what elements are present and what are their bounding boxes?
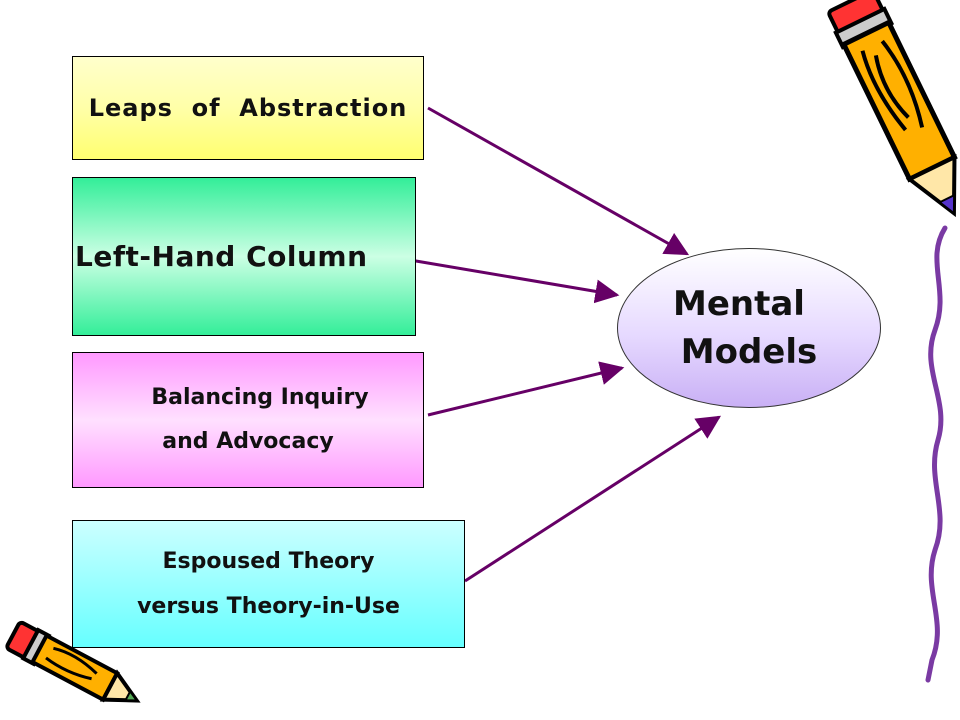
left-hand-column-label: Left-Hand Column: [75, 240, 368, 273]
espoused-theory-box: Espoused Theory versus Theory-in-Use: [72, 520, 465, 648]
leaps-of-abstraction-box: Leaps of Abstraction: [72, 56, 424, 160]
arrow-left-hand-column-to-mental-models: [409, 258, 620, 304]
arrow-leaps-to-mental-models: [427, 106, 690, 256]
balancing-inquiry-box: Balancing Inquiry and Advocacy: [72, 352, 424, 488]
balancing-inquiry-label-line-1: Balancing Inquiry: [151, 385, 369, 410]
balancing-inquiry-label-line-2: and Advocacy: [162, 429, 334, 454]
leaps-of-abstraction-label: Leaps of Abstraction: [88, 94, 408, 122]
arrow-espoused-to-mental-models: [464, 415, 722, 583]
mental-models-ellipse: Mental Models: [617, 248, 881, 408]
espoused-theory-label-line-2: versus Theory-in-Use: [137, 594, 400, 619]
left-hand-column-box: Left-Hand Column: [72, 177, 416, 336]
arrow-balancing-to-mental-models: [427, 361, 625, 417]
mental-models-label-line-2: Models: [680, 332, 818, 372]
mental-models-label-line-1: Mental: [673, 284, 805, 324]
espoused-theory-label-line-1: Espoused Theory: [162, 549, 375, 574]
